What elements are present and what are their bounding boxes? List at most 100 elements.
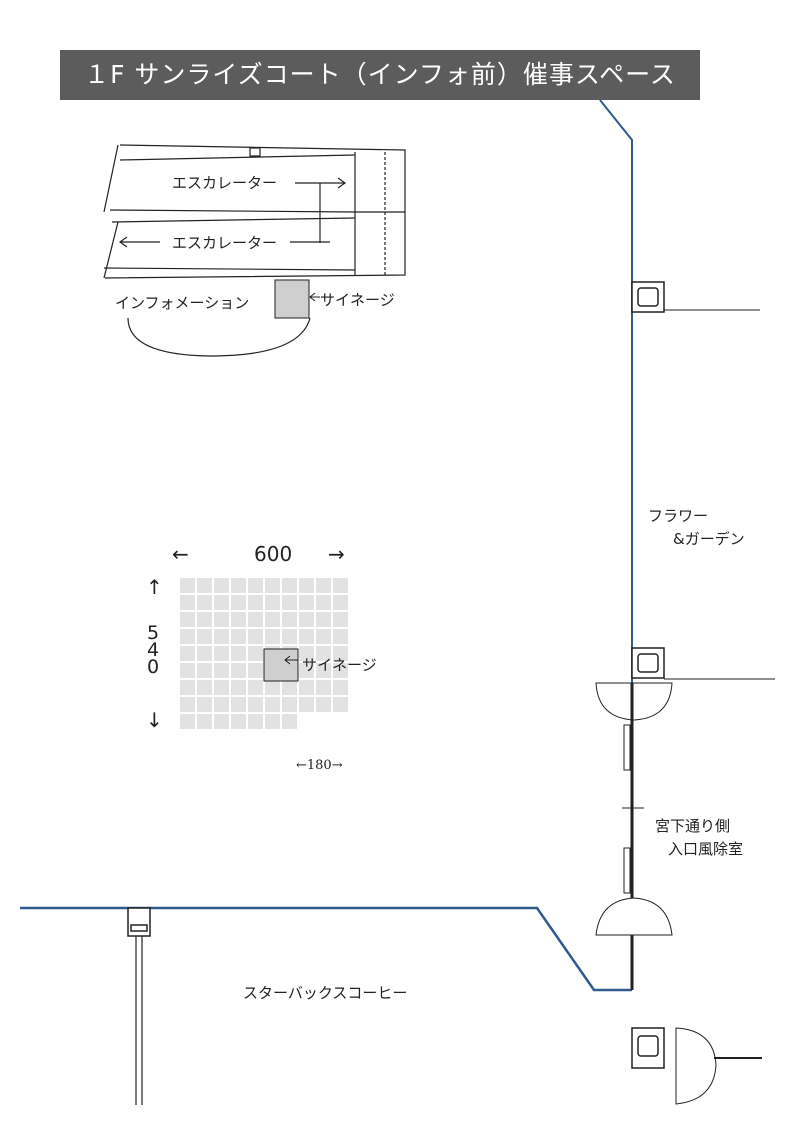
grid-tile: [282, 714, 297, 729]
entrance-label-line2: 入口風除室: [668, 840, 744, 858]
pillar-top: [631, 281, 665, 313]
grid-tile: [248, 697, 263, 712]
signage-grid-label: サイネージ: [302, 656, 377, 674]
grid-tile: [197, 663, 212, 678]
wall-bottom: [20, 906, 632, 992]
grid-tile: [197, 697, 212, 712]
page-title: １F サンライズコート（インフォ前）催事スペース: [60, 50, 700, 100]
grid-tile: [180, 714, 195, 729]
door-arc-2: [595, 897, 673, 936]
grid-tile: [214, 714, 229, 729]
grid-tile: [333, 629, 348, 644]
grid-tile: [214, 595, 229, 610]
grid-tile: [299, 646, 314, 661]
grid-tile: [214, 680, 229, 695]
event-space-grid: [180, 578, 348, 729]
grid-tile: [265, 629, 280, 644]
grid-tile: [316, 663, 331, 678]
grid-tile: [248, 663, 263, 678]
grid-tile: [214, 646, 229, 661]
grid-tile: [231, 578, 246, 593]
height-digit: 0: [146, 656, 160, 678]
escalator-block: [103, 144, 406, 279]
pillar-starbucks: [127, 907, 151, 937]
grid-tile: [180, 595, 195, 610]
grid-tile: [333, 646, 348, 661]
grid-tile: [248, 680, 263, 695]
grid-tile: [265, 697, 280, 712]
grid-tile: [282, 595, 297, 610]
grid-tile: [316, 578, 331, 593]
height-digit: 4: [146, 639, 160, 661]
grid-tile: [282, 680, 297, 695]
grid-tile: [231, 612, 246, 627]
signage-top-label: サイネージ: [320, 291, 395, 309]
pillar-bottom: [631, 1027, 665, 1069]
escalator-top-label: エスカレーター: [172, 174, 278, 192]
signage-grid-box: [263, 648, 299, 682]
width-dimension: 600: [254, 542, 293, 566]
grid-tile: [248, 595, 263, 610]
grid-tile: [197, 578, 212, 593]
grid-tile: [299, 663, 314, 678]
grid-tile: [214, 578, 229, 593]
grid-tile: [197, 612, 212, 627]
grid-tile: [265, 612, 280, 627]
grid-tile: [180, 578, 195, 593]
grid-tile: [231, 629, 246, 644]
grid-tile: [214, 629, 229, 644]
width-arrow-right: →: [328, 542, 345, 566]
escalator-bottom-label: エスカレーター: [172, 234, 278, 252]
grid-tile: [248, 612, 263, 627]
grid-tile: [282, 697, 297, 712]
grid-tile: [316, 680, 331, 695]
grid-tile: [197, 714, 212, 729]
grid-tile: [248, 646, 263, 661]
grid-tile: [299, 578, 314, 593]
grid-tile: [299, 629, 314, 644]
grid-tile: [180, 629, 195, 644]
grid-tile: [316, 612, 331, 627]
grid-tile: [248, 714, 263, 729]
pillar-middle: [631, 647, 665, 679]
grid-tile: [231, 663, 246, 678]
height-arrow-down: ↓: [146, 708, 163, 732]
grid-tile: [197, 646, 212, 661]
grid-tile: [316, 646, 331, 661]
grid-tile: [333, 595, 348, 610]
grid-tile: [282, 612, 297, 627]
grid-tile: [282, 629, 297, 644]
height-arrow-up: ↑: [146, 575, 163, 599]
grid-tile: [299, 697, 314, 712]
signage-top-box: [274, 279, 310, 319]
grid-tile: [248, 578, 263, 593]
grid-tile: [299, 595, 314, 610]
grid-tile: [180, 663, 195, 678]
width-arrow-left: ←: [172, 542, 189, 566]
information-label: インフォメーション: [115, 294, 250, 312]
grid-tile: [231, 697, 246, 712]
grid-tile: [333, 697, 348, 712]
grid-tile: [231, 646, 246, 661]
grid-tile: [265, 714, 280, 729]
grid-tile: [180, 612, 195, 627]
starbucks-label: スターバックスコーヒー: [243, 984, 408, 1002]
grid-tile: [197, 629, 212, 644]
grid-tile: [231, 714, 246, 729]
grid-tile: [214, 697, 229, 712]
grid-tile: [333, 680, 348, 695]
grid-tile: [316, 697, 331, 712]
grid-tile: [265, 595, 280, 610]
signage-width-dimension: ←180→: [296, 758, 343, 773]
grid-tile: [197, 680, 212, 695]
grid-tile: [316, 629, 331, 644]
grid-tile: [333, 612, 348, 627]
grid-tile: [333, 578, 348, 593]
grid-tile: [214, 663, 229, 678]
grid-tile: [214, 612, 229, 627]
entrance-label-line1: 宮下通り側: [655, 817, 731, 835]
door-arc-3: [675, 1027, 717, 1105]
grid-tile: [197, 595, 212, 610]
grid-tile: [333, 663, 348, 678]
